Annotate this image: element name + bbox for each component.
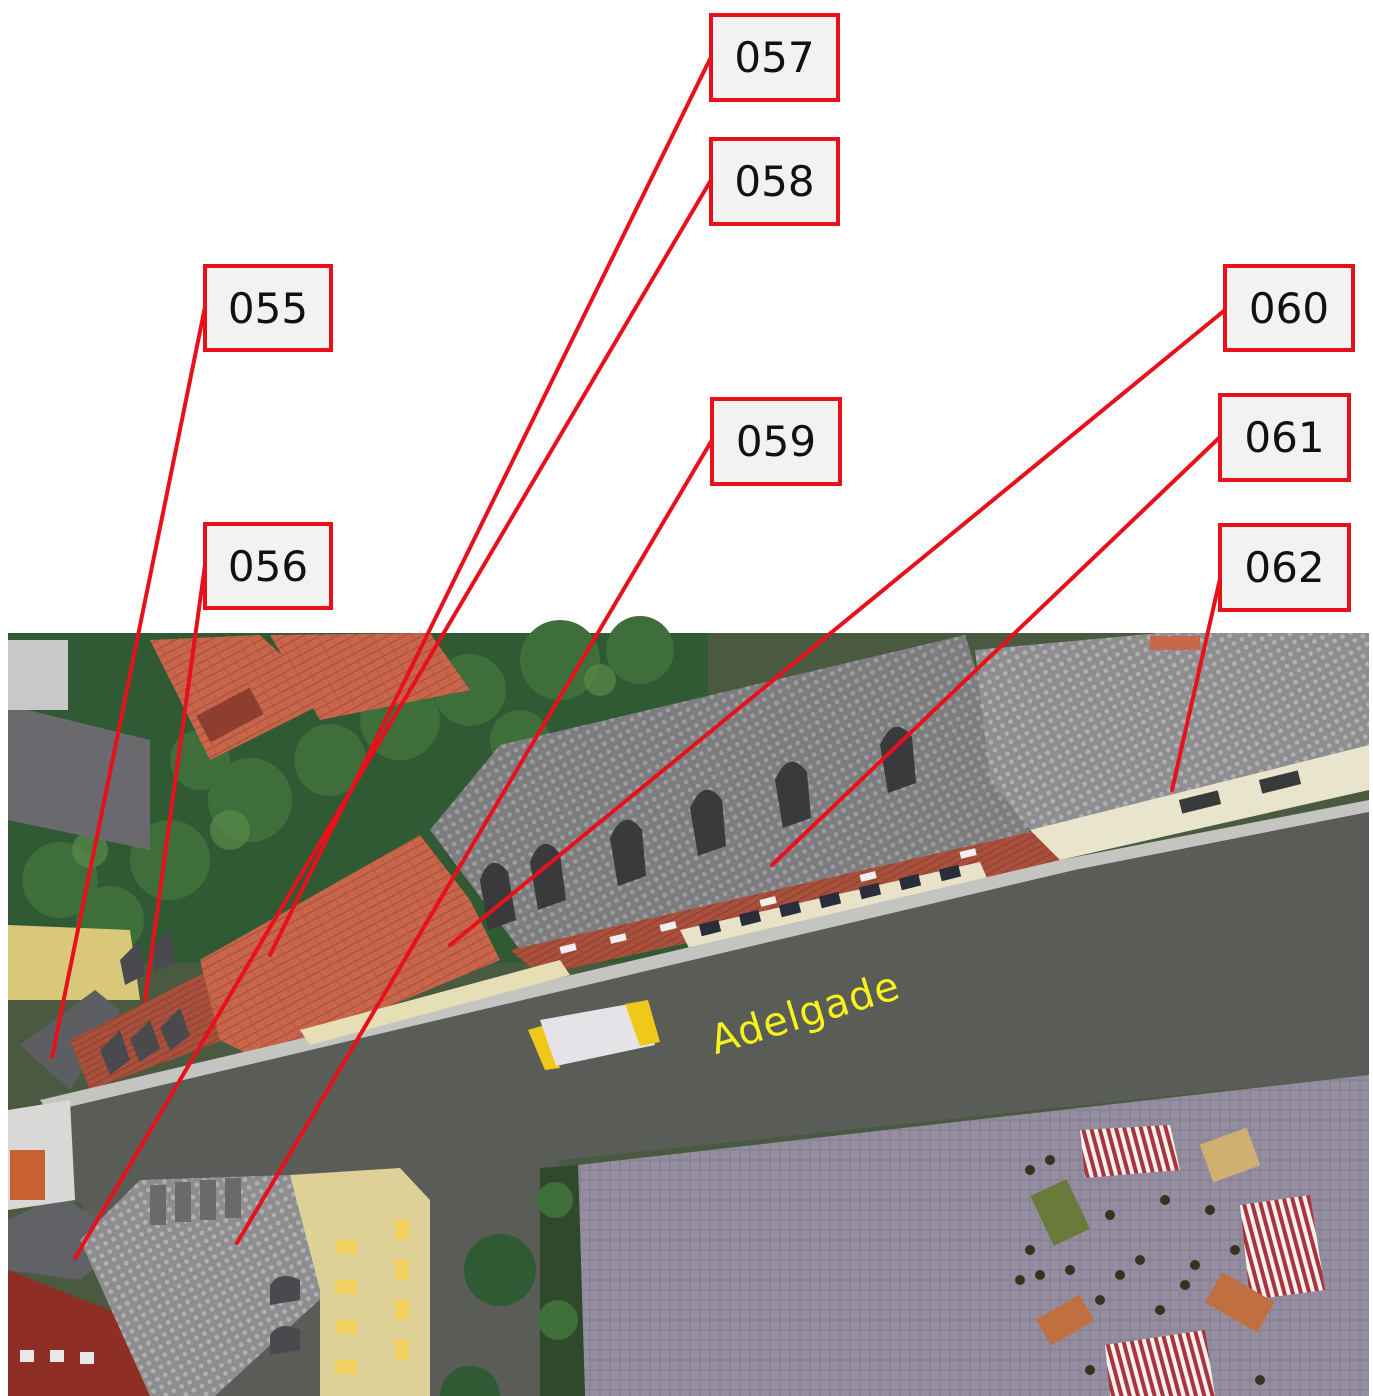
callout-059: 059 bbox=[710, 397, 842, 486]
street-adelgade bbox=[48, 812, 1369, 1205]
leader-line-055 bbox=[50, 305, 207, 1059]
leader-lines bbox=[50, 55, 1227, 1260]
yellow-building-left bbox=[8, 925, 140, 1000]
building-062-roof bbox=[975, 633, 1369, 830]
building-057-058-roof bbox=[200, 835, 500, 1060]
leader-line-062 bbox=[1170, 568, 1224, 792]
leader-line-061 bbox=[770, 435, 1222, 867]
leader-line-056 bbox=[143, 563, 207, 1002]
leader-line-059 bbox=[235, 438, 714, 1245]
sidewalk-north bbox=[40, 800, 1369, 1112]
building-lower-left-slate-roof bbox=[80, 1175, 330, 1396]
callout-062: 062 bbox=[1218, 523, 1351, 612]
callout-057: 057 bbox=[709, 13, 840, 102]
leader-line-060 bbox=[448, 308, 1227, 947]
figurines bbox=[1015, 1155, 1265, 1385]
callout-056: 056 bbox=[203, 522, 333, 610]
building-056-dormers bbox=[100, 930, 190, 1075]
market-stalls bbox=[1030, 1125, 1325, 1396]
callout-058: 058 bbox=[709, 137, 840, 226]
red-building-lower-left bbox=[8, 1270, 170, 1396]
leader-line-058 bbox=[73, 178, 713, 1260]
building-059-dormers bbox=[480, 726, 916, 930]
photo bbox=[8, 616, 1369, 1396]
building-060-061-facade bbox=[510, 830, 1070, 975]
callout-060: 060 bbox=[1223, 264, 1355, 352]
callout-061: 061 bbox=[1218, 393, 1351, 482]
yellow-truck bbox=[528, 1000, 660, 1070]
callout-055: 055 bbox=[203, 264, 333, 352]
